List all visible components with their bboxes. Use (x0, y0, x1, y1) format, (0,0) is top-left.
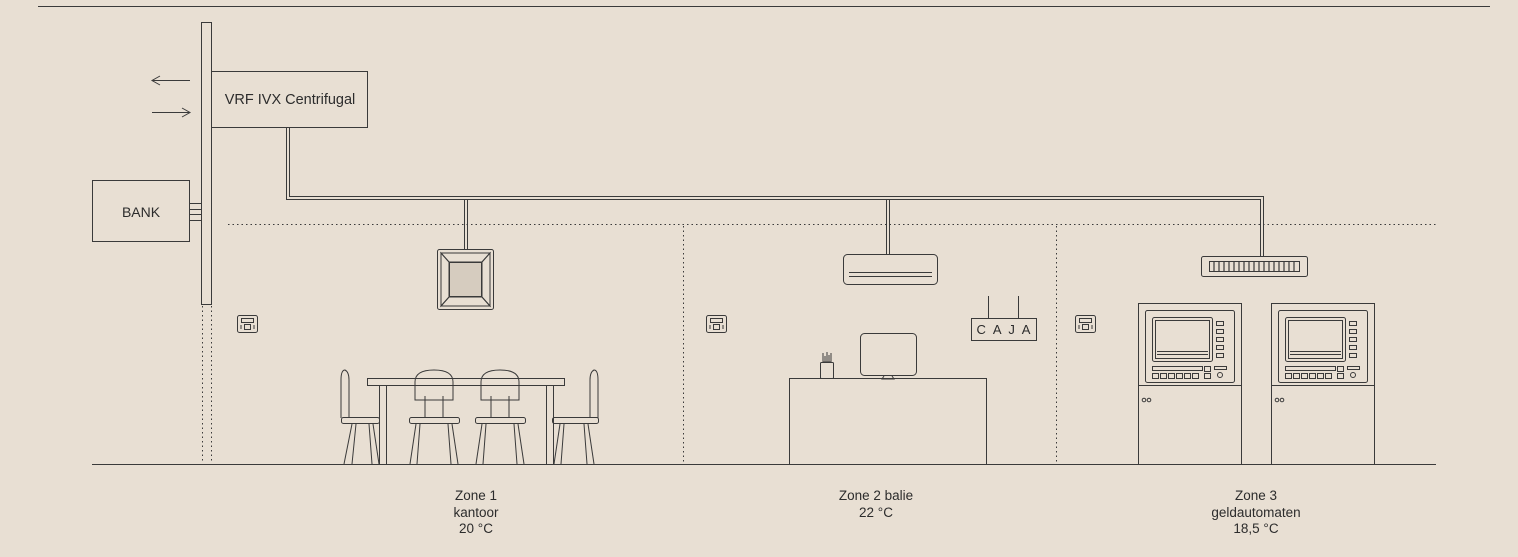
zone-2-name: Zone 2 balie (838, 488, 914, 503)
wall-connector-upper (189, 203, 202, 210)
wall-split-unit-icon (843, 254, 938, 285)
zone-1-label: Zone 1 kantoor 20 °C (376, 488, 576, 538)
monitor-icon (860, 333, 917, 380)
zone-2-label: Zone 2 balie 22 °C (776, 488, 976, 521)
chair-front-2 (475, 369, 526, 465)
wall-connector-lower (189, 214, 202, 221)
duct-grille-unit-icon (1201, 256, 1308, 277)
zone-1-purpose: kantoor (453, 504, 499, 520)
zone-3-label: Zone 3 geldautomaten 18,5 °C (1156, 488, 1356, 538)
chair-front-1 (409, 369, 460, 465)
bank-box (92, 180, 190, 242)
zone-3-temperature: 18,5 °C (1233, 521, 1279, 536)
counter-sign (971, 296, 1037, 341)
zone-3-purpose: geldautomaten (1211, 504, 1301, 520)
meeting-table (367, 378, 565, 464)
thermostat-icon (1075, 315, 1096, 333)
atm-icon (1138, 303, 1242, 465)
bank-label: BANK (121, 204, 161, 220)
counter-sign-label: C A J A (976, 322, 1033, 337)
zone-1-temperature: 20 °C (459, 521, 493, 536)
building-wall (201, 22, 212, 305)
refrigerant-pipe (286, 127, 1264, 256)
atm-icon (1271, 303, 1375, 465)
counter-desk (789, 378, 987, 465)
thermostat-icon (237, 315, 258, 333)
airflow-out-arrow-icon (150, 75, 190, 86)
zone-3-name: Zone 3 (1234, 488, 1278, 503)
cassette-unit-icon (437, 249, 494, 310)
vrf-unit-label: VRF IVX Centrifugal (224, 92, 356, 108)
zone-1-name: Zone 1 (454, 488, 498, 503)
pen-cup-icon (820, 352, 834, 379)
thermostat-icon (706, 315, 727, 333)
zone-2-temperature: 22 °C (859, 504, 893, 520)
airflow-in-arrow-icon (152, 107, 192, 118)
chair-side-left (340, 369, 380, 465)
chair-side-right (552, 369, 599, 465)
